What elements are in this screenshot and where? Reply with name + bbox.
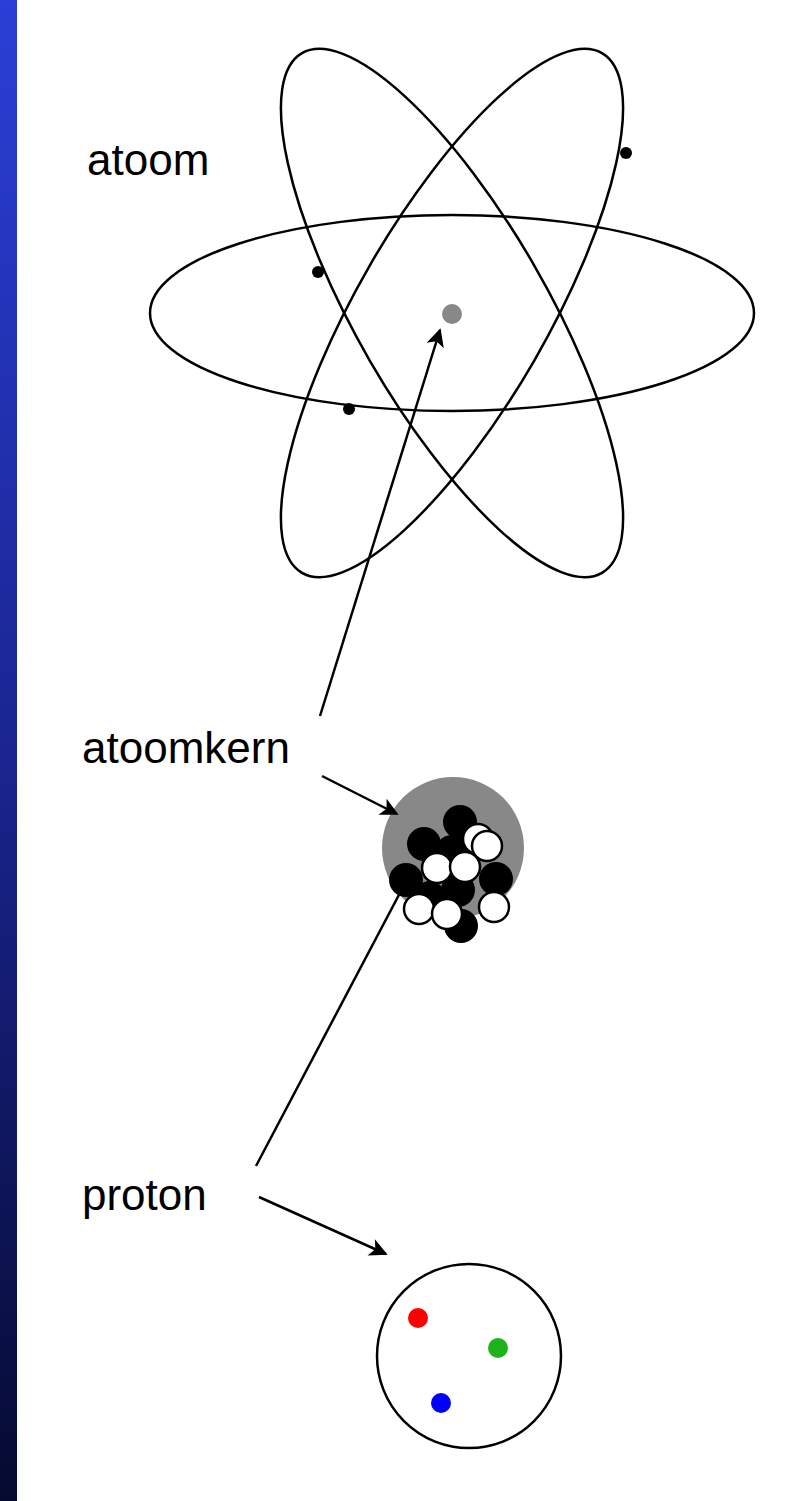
proton-circle xyxy=(377,1264,561,1448)
quark-dot xyxy=(431,1393,451,1413)
electron-dot xyxy=(312,266,324,278)
leader-arrow xyxy=(322,776,397,814)
electron-orbit xyxy=(220,6,685,621)
leader-arrows xyxy=(256,330,440,1254)
protons xyxy=(404,824,509,929)
electron-orbit xyxy=(150,215,754,411)
nucleus-dot xyxy=(442,304,462,324)
white-panel xyxy=(17,0,799,1501)
part-label: atoomkern xyxy=(82,723,290,773)
electron-dot xyxy=(343,403,355,415)
leader-arrow xyxy=(320,330,440,716)
electron-orbit xyxy=(220,6,685,621)
leader-arrow xyxy=(256,872,411,1166)
leader-arrow xyxy=(259,1197,386,1254)
quark-dot xyxy=(488,1338,508,1358)
neutrons xyxy=(389,805,513,943)
part-label: proton xyxy=(82,1170,207,1220)
proton-figure xyxy=(377,1264,561,1448)
electron-dot xyxy=(620,147,632,159)
nucleus-figure xyxy=(382,777,524,943)
quark-dot xyxy=(408,1308,428,1328)
part-label: atoom xyxy=(87,135,209,185)
atom-figure xyxy=(150,6,754,621)
